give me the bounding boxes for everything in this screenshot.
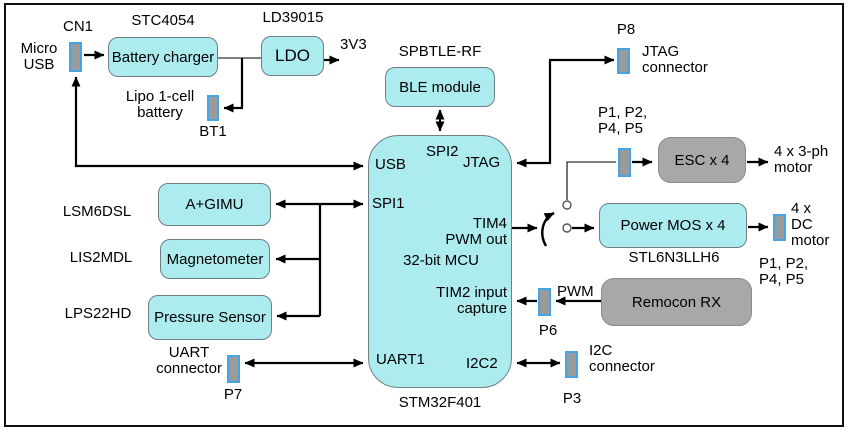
- i2c-connector-label: I2C connector: [589, 342, 655, 376]
- jtag-connector-label: JTAG connector: [642, 43, 708, 77]
- tim4-port-label: TIM4 PWM out: [445, 215, 507, 249]
- magnetometer-box: Magnetometer: [160, 239, 270, 279]
- remocon-rx-label: Remocon RX: [631, 293, 722, 311]
- cn1-connector: [69, 42, 82, 72]
- bt1-connector: [207, 95, 219, 121]
- power-mos-box: Power MOS x 4: [599, 203, 747, 248]
- imu-label: A+GIMU: [185, 196, 244, 213]
- charger-part-label: STC4054: [131, 12, 195, 29]
- ble-module-label: BLE module: [399, 78, 481, 96]
- ldo-label: LDO: [275, 46, 310, 65]
- p3-connector: [565, 351, 578, 378]
- magnetometer-label: Magnetometer: [166, 250, 264, 268]
- imu-part-label: LSM6DSL: [62, 203, 132, 220]
- p3-ref-label: P3: [562, 390, 582, 407]
- battery-charger-label: Battery charger: [111, 48, 215, 66]
- jtag-port-label: JTAG: [463, 154, 501, 171]
- power-mos-part-label: STL6N3LLH6: [628, 249, 720, 266]
- bt1-ref-label: BT1: [199, 123, 227, 140]
- uart1-port-label: UART1: [376, 351, 425, 368]
- ldo-part-label: LD39015: [262, 9, 324, 26]
- dc-motor-label: 4 x DC motor: [791, 200, 830, 250]
- spi1-port-label: SPI1: [372, 195, 405, 212]
- p8-connector: [617, 48, 630, 74]
- power-mos-label: Power MOS x 4: [620, 217, 726, 234]
- p6-ref-label: P6: [538, 322, 558, 339]
- p8-ref-label: P8: [616, 21, 636, 38]
- baro-part-label: LPS22HD: [64, 305, 132, 322]
- pressure-sensor-label: Pressure Sensor: [154, 309, 266, 326]
- uart-connector-label: UART connector: [156, 344, 222, 378]
- i2c2-port-label: I2C2: [466, 355, 498, 372]
- usb-port-label: USB: [375, 156, 406, 173]
- ble-module-box: BLE module: [385, 67, 495, 107]
- dc-pin-refs-label: P1, P2, P4, P5: [759, 255, 809, 289]
- ldo-box: LDO: [261, 36, 324, 76]
- imu-box: A+GIMU: [158, 183, 271, 226]
- lipo-battery-label: Lipo 1-cell battery: [125, 88, 195, 122]
- esc-motor-label: 4 x 3-ph motor: [774, 143, 829, 177]
- remocon-rx-box: Remocon RX: [601, 278, 752, 326]
- diagram-frame: [4, 3, 844, 427]
- mcu-part-label: STM32F401: [398, 394, 482, 411]
- p7-connector: [227, 355, 240, 383]
- mcu-box: USB SPI2 JTAG SPI1 TIM4 PWM out 32-bit M…: [368, 135, 512, 388]
- ble-part-label: SPBTLE-RF: [398, 43, 482, 60]
- pwm-label: PWM: [557, 283, 594, 300]
- spi2-port-label: SPI2: [426, 143, 459, 160]
- esc-box: ESC x 4: [658, 137, 746, 183]
- esc-pin-refs-label: P1, P2, P4, P5: [598, 104, 648, 138]
- pressure-sensor-box: Pressure Sensor: [148, 295, 272, 340]
- esc-label: ESC x 4: [674, 151, 730, 169]
- p7-ref-label: P7: [223, 386, 243, 403]
- p6-connector: [538, 288, 551, 316]
- battery-charger-box: Battery charger: [108, 37, 218, 77]
- cn1-ref-label: CN1: [62, 18, 93, 35]
- dc-motor-connector: [773, 214, 786, 241]
- micro-usb-label: Micro USB: [20, 40, 58, 74]
- mag-part-label: LIS2MDL: [69, 249, 133, 266]
- mcu-core-label: 32-bit MCU: [403, 252, 479, 269]
- rail-3v3-label: 3V3: [340, 36, 367, 53]
- tim2-port-label: TIM2 input capture: [436, 284, 507, 318]
- esc-pin-connector: [618, 148, 631, 177]
